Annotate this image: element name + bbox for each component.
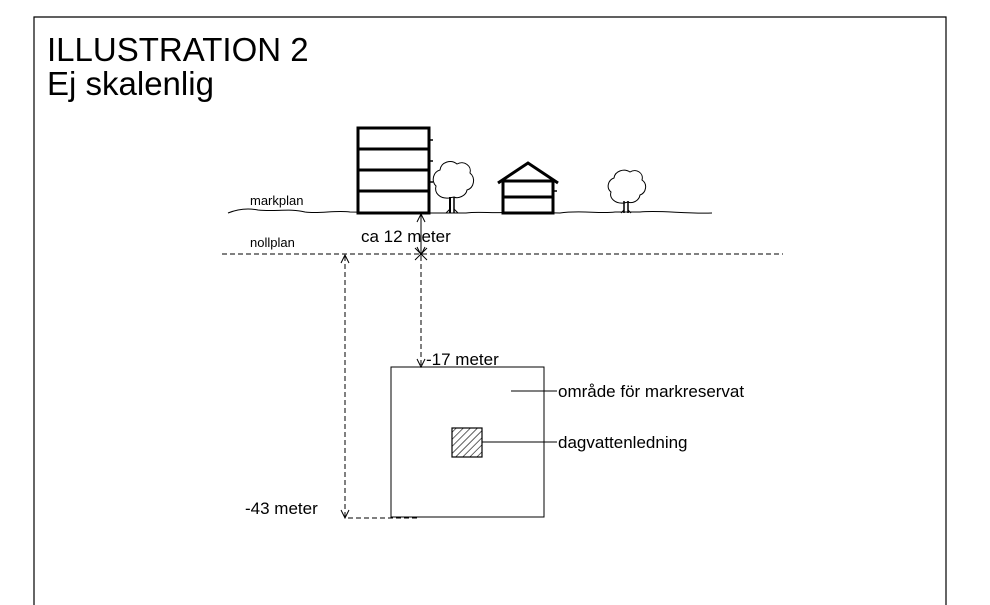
depth-43m-label: -43 meter bbox=[245, 499, 318, 518]
markplan-label: markplan bbox=[250, 193, 304, 208]
dimension-17m bbox=[416, 256, 426, 369]
apartment-building bbox=[356, 126, 433, 215]
tree-1 bbox=[432, 161, 475, 214]
house bbox=[497, 161, 559, 215]
tree-2 bbox=[607, 169, 647, 214]
diagram-title: ILLUSTRATION 2 bbox=[47, 31, 309, 68]
nollplan-label: nollplan bbox=[250, 235, 295, 250]
dimension-12m bbox=[414, 212, 428, 261]
stormwater-pipe bbox=[451, 427, 483, 458]
dimension-43m bbox=[340, 253, 420, 520]
reserve-area-label: område för markreservat bbox=[558, 382, 745, 401]
ground-line bbox=[227, 208, 713, 214]
stormwater-pipe-label: dagvattenledning bbox=[558, 433, 688, 452]
diagram-subtitle: Ej skalenlig bbox=[47, 65, 214, 102]
page-border bbox=[33, 16, 947, 605]
depth-12m-label: ca 12 meter bbox=[361, 227, 451, 246]
depth-17m-label: -17 meter bbox=[426, 350, 499, 369]
